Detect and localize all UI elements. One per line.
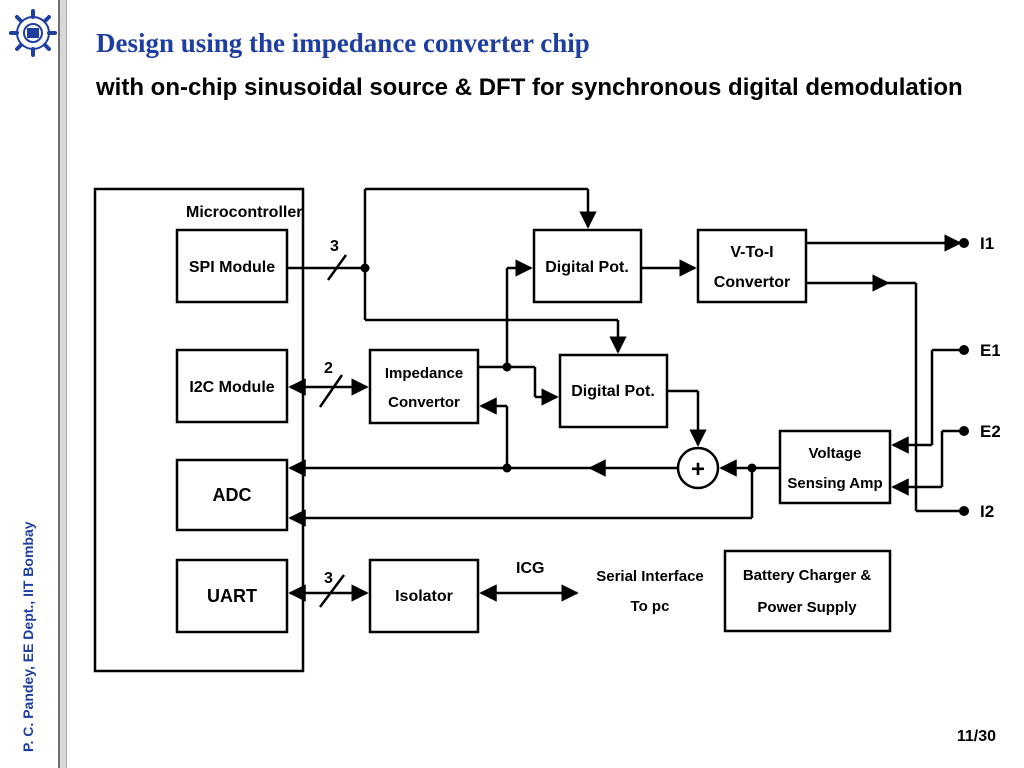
uart-bus-width-label: 3 [324,570,333,587]
slide-subtitle: with on-chip sinusoidal source & DFT for… [96,74,963,101]
adc-box [175,458,289,532]
terminal-i2-dot [959,506,969,516]
i2c-module-box [175,348,289,424]
v-to-i-label-1: V-To-I [730,244,773,261]
v-to-i-convertor-box [696,228,808,304]
isolator-label: Isolator [395,588,453,605]
microcontroller-label: Microcontroller [186,204,302,221]
impedance-convertor-label-2: Convertor [388,394,460,411]
adc-label: ADC [213,485,252,505]
voltage-sensing-amp-box [778,429,892,505]
uart-label: UART [207,586,257,606]
terminal-e1-label: E1 [980,341,1000,360]
iit-bombay-seal-icon [9,9,57,57]
battery-charger-label-1: Battery Charger & [743,567,872,584]
voltage-sensing-amp-label-2: Sensing Amp [787,475,882,492]
v-to-i-label-2: Convertor [714,274,790,291]
terminal-i1-dot [959,238,969,248]
terminal-e1-dot [959,345,969,355]
terminal-i1-label: I1 [980,234,994,253]
author-footer: P. C. Pandey, EE Dept., IIT Bombay [20,521,36,752]
digital-pot-1-box [532,228,643,304]
block-diagram: Microcontroller SPI Module I2C Module AD… [93,187,1000,673]
serial-interface-label-2: To pc [631,598,670,615]
battery-charger-label-2: Power Supply [757,599,857,616]
digital-pot-2-label: Digital Pot. [571,383,655,400]
digital-pot-1-label: Digital Pot. [545,259,629,276]
serial-interface-label-1: Serial Interface [596,568,704,585]
spi-module-label: SPI Module [189,259,275,276]
left-vertical-bar [58,0,67,768]
terminal-i2-label: I2 [980,502,994,521]
voltage-sensing-amp-label-1: Voltage [808,445,861,462]
spi-module-box [175,228,289,304]
impedance-convertor-label-1: Impedance [385,365,463,382]
microcontroller-box [93,187,305,673]
impedance-convertor-box [368,348,480,425]
summer-label: + [691,456,705,483]
isolator-box [368,558,480,634]
page-number: 11/30 [956,728,996,745]
terminal-e2-dot [959,426,969,436]
slide-title: Design using the impedance converter chi… [96,28,590,58]
icg-label: ICG [516,560,544,577]
i2c-module-label: I2C Module [189,379,274,396]
i2c-bus-width-label: 2 [324,360,333,377]
spi-bus-width-label: 3 [330,238,339,255]
uart-box [175,558,289,634]
terminal-e2-label: E2 [980,422,1000,441]
battery-charger-box [723,549,892,633]
